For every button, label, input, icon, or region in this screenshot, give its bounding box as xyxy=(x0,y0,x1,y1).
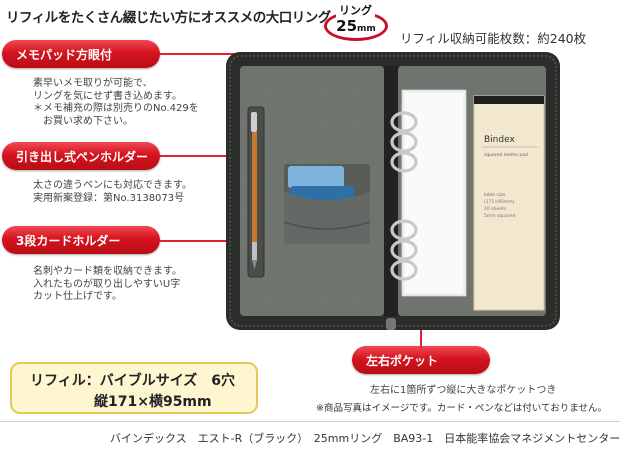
feature-pen-holder-label: 引き出し式ペンホルダー xyxy=(2,142,160,170)
feature-pen-holder-description: 太さの違うペンにも対応できます。 実用新案登録：第No.3138073号 xyxy=(33,180,192,204)
memo-pad-spec-3: 5mm squared xyxy=(484,213,515,219)
feature-pocket-label: 左右ポケット xyxy=(352,346,490,374)
refill-size-line: リフィル：バイブルサイズ 6穴 xyxy=(30,373,236,389)
spine xyxy=(384,66,398,330)
memo-pad-subtitle: squared memo pad xyxy=(484,152,528,158)
card-holder xyxy=(283,164,371,244)
refill-sheets xyxy=(401,89,467,297)
refill-spec-box: リフィル：バイブルサイズ 6穴 縦171×横95mm xyxy=(10,362,258,414)
refill-capacity: リフィル収納可能枚数：約240枚 xyxy=(400,31,587,46)
photo-disclaimer: ※商品写真はイメージです。カード・ペンなどは付いておりません。 xyxy=(316,403,607,414)
binder-photo: Bindex squared memo pad bible size (171×… xyxy=(226,52,560,330)
feature-memo-pad-description: 素早いメモ取りが可能で、 リングを気にせず書き込めます。 ＊メモ補充の際は別売り… xyxy=(33,78,199,127)
ring-size-badge: リング 25mm xyxy=(322,2,392,44)
ring-label: リング xyxy=(336,2,375,18)
memo-pad-spec-0: bible size xyxy=(484,192,505,198)
feature-card-holder-description: 名刺やカード類を収納できます。 入れたものが取り出しやすいU字 カット仕上げです… xyxy=(33,266,182,302)
footer-divider xyxy=(0,421,620,422)
refill-dimension-line: 縦171×横95mm xyxy=(94,394,212,410)
pen-holder xyxy=(247,106,265,278)
headline: リフィルをたくさん綴じたい方にオススメの大口リング xyxy=(6,10,331,26)
connector-pen xyxy=(160,155,252,157)
memo-pad-spec-1: (171×95mm) xyxy=(484,199,515,205)
memo-pad-spec-2: 10 sheets xyxy=(484,206,507,212)
memo-pad-label: Bindex squared memo pad bible size (171×… xyxy=(482,135,538,219)
ring-size-value: 25mm xyxy=(336,17,376,35)
memo-pad-brand: Bindex xyxy=(484,135,515,145)
product-footer: バインデックス エスト-R（ブラック） 25mmリング BA93-1 日本能率協… xyxy=(110,432,620,445)
binder-rings xyxy=(390,111,418,281)
memo-pad xyxy=(473,95,545,311)
feature-pocket-description: 左右に1箇所ずつ縦に大きなポケットつき xyxy=(370,385,557,396)
feature-memo-pad-label: メモパッド方眼付 xyxy=(2,40,160,68)
feature-card-holder-label: 3段カードホルダー xyxy=(2,226,160,254)
